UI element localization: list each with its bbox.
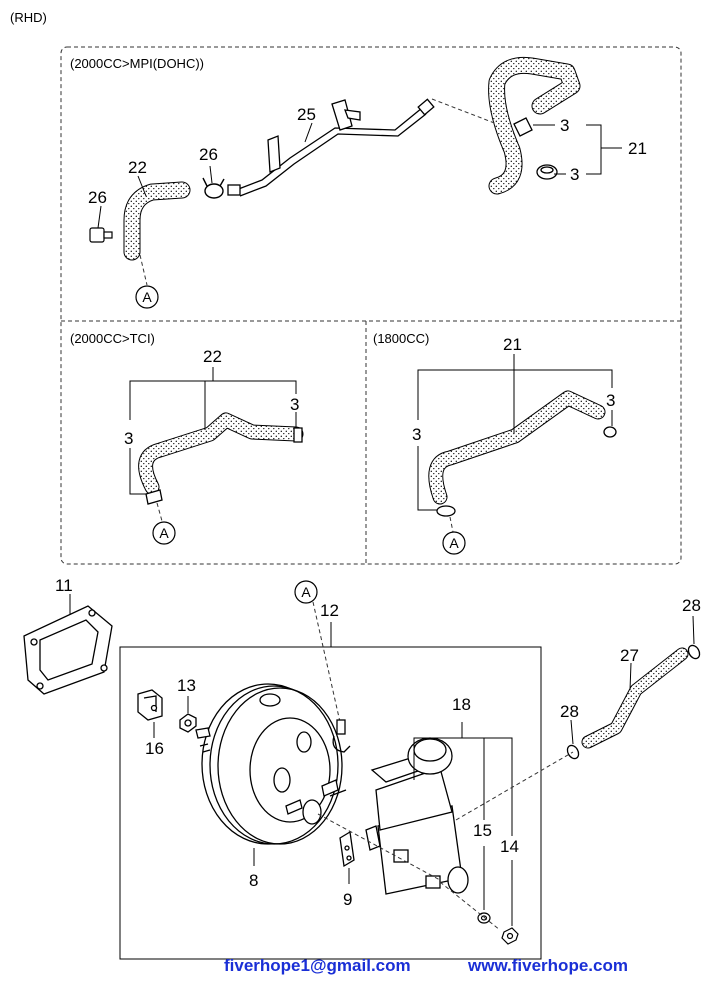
part-label-26-fitting: 26 bbox=[88, 188, 107, 207]
master-cylinder-18 bbox=[365, 737, 469, 895]
part-label-3-1800cc-b: 3 bbox=[606, 391, 615, 410]
rhd-label: (RHD) bbox=[10, 10, 47, 25]
clamp-3-mpi bbox=[513, 117, 558, 180]
part-label-28-lower: 28 bbox=[560, 702, 579, 721]
hose-21-1800cc bbox=[428, 390, 606, 505]
variant-box bbox=[60, 46, 682, 565]
gasket-11 bbox=[23, 605, 113, 695]
part-label-22-mpi: 22 bbox=[128, 158, 147, 177]
part-label-3-1800cc-a: 3 bbox=[412, 425, 421, 444]
part-label-27: 27 bbox=[620, 646, 639, 665]
svg-text:A: A bbox=[159, 525, 169, 541]
hose-22-tci bbox=[138, 412, 304, 495]
part-label-22-tci: 22 bbox=[203, 347, 222, 366]
nut-14 bbox=[501, 927, 519, 945]
clamp-28 bbox=[566, 644, 701, 760]
hose-22-mpi bbox=[123, 181, 191, 261]
clip-16 bbox=[137, 689, 163, 721]
pipe-25 bbox=[227, 98, 435, 197]
section-title-1800cc: (1800CC) bbox=[373, 331, 429, 346]
callout-lines-mpi bbox=[97, 122, 622, 229]
leader-line-booster-cylinder bbox=[317, 813, 441, 881]
seal-15 bbox=[477, 912, 491, 924]
part-label-21-1800cc: 21 bbox=[503, 335, 522, 354]
brake-booster-8 bbox=[195, 683, 351, 845]
callout-circle-a-mpi: A bbox=[135, 285, 159, 309]
callout-lines-1800cc bbox=[417, 354, 613, 511]
hose-27 bbox=[581, 647, 689, 749]
part-label-26-clamp: 26 bbox=[199, 145, 218, 164]
section-title-tci: (2000CC>TCI) bbox=[70, 331, 155, 346]
svg-text:A: A bbox=[142, 289, 152, 305]
part-label-3-mpi-a: 3 bbox=[560, 116, 569, 135]
part-label-3-tci-b: 3 bbox=[290, 395, 299, 414]
leader-lines-mpi bbox=[139, 98, 498, 286]
part-label-9: 9 bbox=[343, 890, 352, 909]
leader-line-1800cc bbox=[449, 516, 454, 533]
part-label-3-tci-a: 3 bbox=[124, 429, 133, 448]
callout-lines-tci bbox=[129, 367, 297, 495]
leader-line-tci bbox=[156, 502, 163, 522]
clamp-3-1800cc bbox=[436, 426, 617, 517]
bracket-9 bbox=[339, 830, 355, 868]
section-title-mpi: (2000CC>MPI(DOHC)) bbox=[70, 56, 204, 71]
clamp-3-tci bbox=[145, 427, 303, 505]
callout-lines-27-28 bbox=[570, 615, 695, 745]
footer-website[interactable]: www.fiverhope.com bbox=[468, 956, 628, 975]
callout-circle-a-1800cc: A bbox=[442, 531, 466, 555]
part-label-16: 16 bbox=[145, 739, 164, 758]
leader-line-hose-27 bbox=[455, 751, 574, 821]
part-label-12: 12 bbox=[320, 601, 339, 620]
nut-13 bbox=[179, 713, 197, 733]
callout-circle-a-tci: A bbox=[152, 521, 176, 545]
part-label-3-mpi-b: 3 bbox=[570, 165, 579, 184]
part-label-11: 11 bbox=[55, 576, 73, 595]
svg-text:A: A bbox=[449, 535, 459, 551]
part-label-28-upper: 28 bbox=[682, 596, 701, 615]
part-label-8: 8 bbox=[249, 871, 258, 890]
svg-text:A: A bbox=[301, 584, 311, 600]
part-label-25: 25 bbox=[297, 105, 316, 124]
hose-21-mpi bbox=[488, 56, 581, 195]
callout-circle-a-booster: A bbox=[294, 580, 318, 604]
part-label-14: 14 bbox=[500, 837, 519, 856]
footer-email[interactable]: fiverhope1@gmail.com bbox=[224, 956, 411, 975]
fitting-26-left bbox=[89, 227, 113, 243]
part-label-18: 18 bbox=[452, 695, 471, 714]
part-label-15: 15 bbox=[473, 821, 492, 840]
part-label-21-mpi: 21 bbox=[628, 139, 647, 158]
leader-line-seal bbox=[439, 881, 501, 931]
clamp-26 bbox=[202, 177, 225, 199]
part-label-13: 13 bbox=[177, 676, 196, 695]
